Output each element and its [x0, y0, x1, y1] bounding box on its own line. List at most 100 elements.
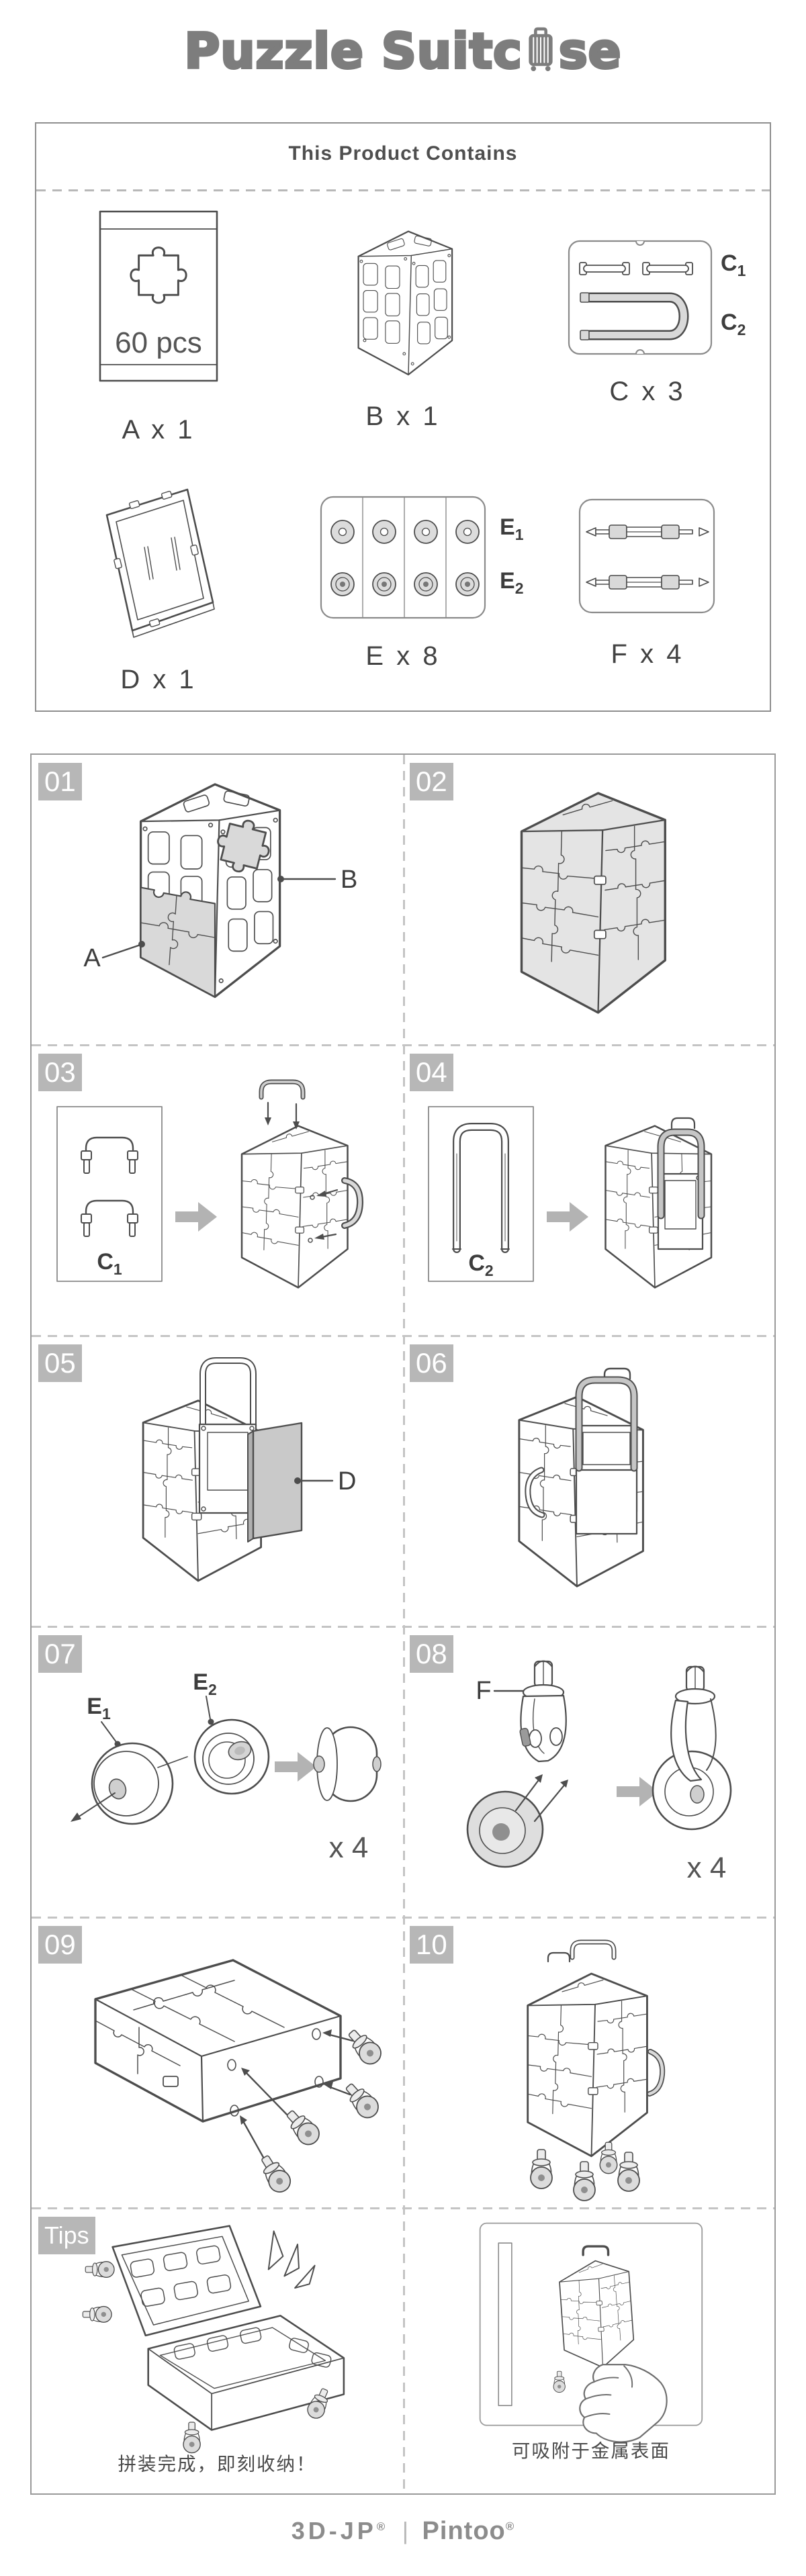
step-04-inset [428, 1106, 534, 1282]
part-b-illustration [336, 210, 470, 385]
part-c-illustration [568, 240, 713, 355]
tips-left-illustration: 拼装完成，即刻收纳！ [82, 2225, 345, 2475]
part-a: 60 pcs A x 1 [36, 191, 281, 451]
wheel-assembled [313, 1726, 382, 1802]
step-10-illustration [403, 1939, 666, 2201]
mini-trolley [582, 2245, 610, 2256]
top-handle [259, 1079, 306, 1130]
step-08-qty: x 4 [687, 1851, 727, 1884]
tips-right-caption: 可吸附于金属表面 [512, 2440, 670, 2462]
step-07-badge: 07 [38, 1635, 82, 1673]
suitcase-lying [94, 1959, 342, 2123]
caster-with-arrow [241, 2068, 324, 2150]
part-c1-label: C1 [721, 250, 746, 279]
step-06-panel: 06 [403, 1336, 774, 1627]
step-10-badge: 10 [410, 1926, 453, 1964]
trolley-extended [198, 1357, 257, 1514]
svg-text:E2: E2 [193, 1669, 216, 1698]
wheel-half-e1 [71, 1742, 188, 1825]
dashed-separator [36, 189, 770, 191]
title-text-left: Puzzle Suitc [183, 21, 523, 81]
open-suitcase [82, 2225, 345, 2454]
step-04-badge: 04 [410, 1054, 453, 1091]
grid-divider [32, 1917, 774, 1919]
wheel-part [466, 1774, 568, 1868]
tips-badge: Tips [38, 2217, 95, 2254]
part-e: E1 E2 E x 8 [281, 451, 525, 711]
caster-with-arrow [240, 2115, 296, 2197]
sparkle-icon [267, 2230, 316, 2289]
step-02-panel: 02 [403, 755, 774, 1046]
grid-divider-vertical [403, 755, 405, 2493]
svg-text:F: F [476, 1677, 491, 1705]
svg-text:E1: E1 [87, 1694, 111, 1722]
arrow-icon [617, 1777, 658, 1806]
grid-divider [32, 2207, 774, 2209]
wall-strip [498, 2242, 512, 2406]
step-03-inset [56, 1106, 163, 1282]
part-a-label: A x 1 [122, 415, 195, 445]
step-02-illustration [403, 755, 774, 1046]
step-08-panel: 08 F [403, 1627, 774, 1918]
part-c: C1 C2 C x 3 [525, 191, 770, 451]
step-03-badge: 03 [38, 1054, 82, 1091]
arrow-icon [547, 1202, 588, 1232]
caster-with-arrow [322, 2024, 386, 2069]
step-07-qty: x 4 [329, 1831, 369, 1864]
part-f: F x 4 [525, 451, 770, 711]
part-f-label: F x 4 [611, 639, 684, 670]
part-e-illustration [320, 496, 486, 618]
footer-divider: | [402, 2517, 409, 2544]
arrow-icon [175, 1202, 217, 1232]
step-07-label-e2: E2 [193, 1669, 217, 1725]
caster-wheel [617, 2152, 640, 2192]
part-b: B x 1 [281, 191, 525, 451]
tips-right-panel: 可吸附于金属表面 [403, 2209, 774, 2493]
title-text-right: se [557, 21, 623, 81]
step-09-illustration [94, 1959, 386, 2197]
side-handle [308, 1177, 364, 1243]
hand [579, 2364, 668, 2443]
trolley-collapsed [547, 1939, 617, 1963]
step-08-badge: 08 [410, 1635, 453, 1673]
part-d-label: D x 1 [120, 664, 197, 694]
piece-count-label: 60 pcs [115, 326, 202, 359]
step-02-badge: 02 [410, 763, 453, 800]
step-05-label-d: D [294, 1467, 356, 1496]
step-05-badge: 05 [38, 1344, 82, 1382]
step-01-illustration: A B [83, 755, 357, 1046]
step-03-panel: 03 C1 [32, 1046, 403, 1336]
step-01-label-b: B [277, 866, 357, 894]
step-07-illustration: E1 E2 x 4 [71, 1669, 382, 1864]
step-10-panel: 10 [403, 1918, 774, 2209]
step-01-badge: 01 [38, 763, 82, 800]
step-03-illustration: C1 [56, 1079, 364, 1336]
svg-text:D: D [338, 1467, 356, 1496]
part-e2-label: E2 [500, 567, 524, 597]
step-09-badge: 09 [38, 1926, 82, 1964]
trolley-frame-installed [575, 1376, 638, 1535]
trolley-frame [657, 1117, 705, 1250]
top-handle [603, 1367, 631, 1380]
page-title: Puzzle Suitc se [0, 21, 806, 81]
left-side-handle [525, 1467, 545, 1518]
svg-text:B: B [341, 866, 357, 894]
tips-right-illustration: 可吸附于金属表面 [479, 2222, 703, 2462]
part-f-illustration [578, 499, 715, 614]
step-05-illustration: D [32, 1357, 356, 1627]
grid-divider [32, 1335, 774, 1337]
brand-pintoo: Pintoo® [422, 2517, 515, 2545]
trolley-part [452, 1123, 510, 1253]
step-09-panel: 09 [32, 1918, 403, 2209]
step-04-panel: 04 C2 [403, 1046, 774, 1336]
step-05-panel: 05 D [32, 1336, 403, 1627]
parts-grid: 60 pcs A x 1 B x 1 [36, 191, 770, 710]
step-07-label-e1: E1 [87, 1694, 121, 1747]
fork-part [519, 1660, 567, 1763]
part-e1-label: E1 [500, 514, 524, 543]
svg-text:A: A [83, 944, 101, 972]
step-03-part-label: C1 [97, 1249, 122, 1278]
wheel-half-e2 [193, 1718, 270, 1795]
tips-left-panel: Tips [32, 2209, 403, 2493]
